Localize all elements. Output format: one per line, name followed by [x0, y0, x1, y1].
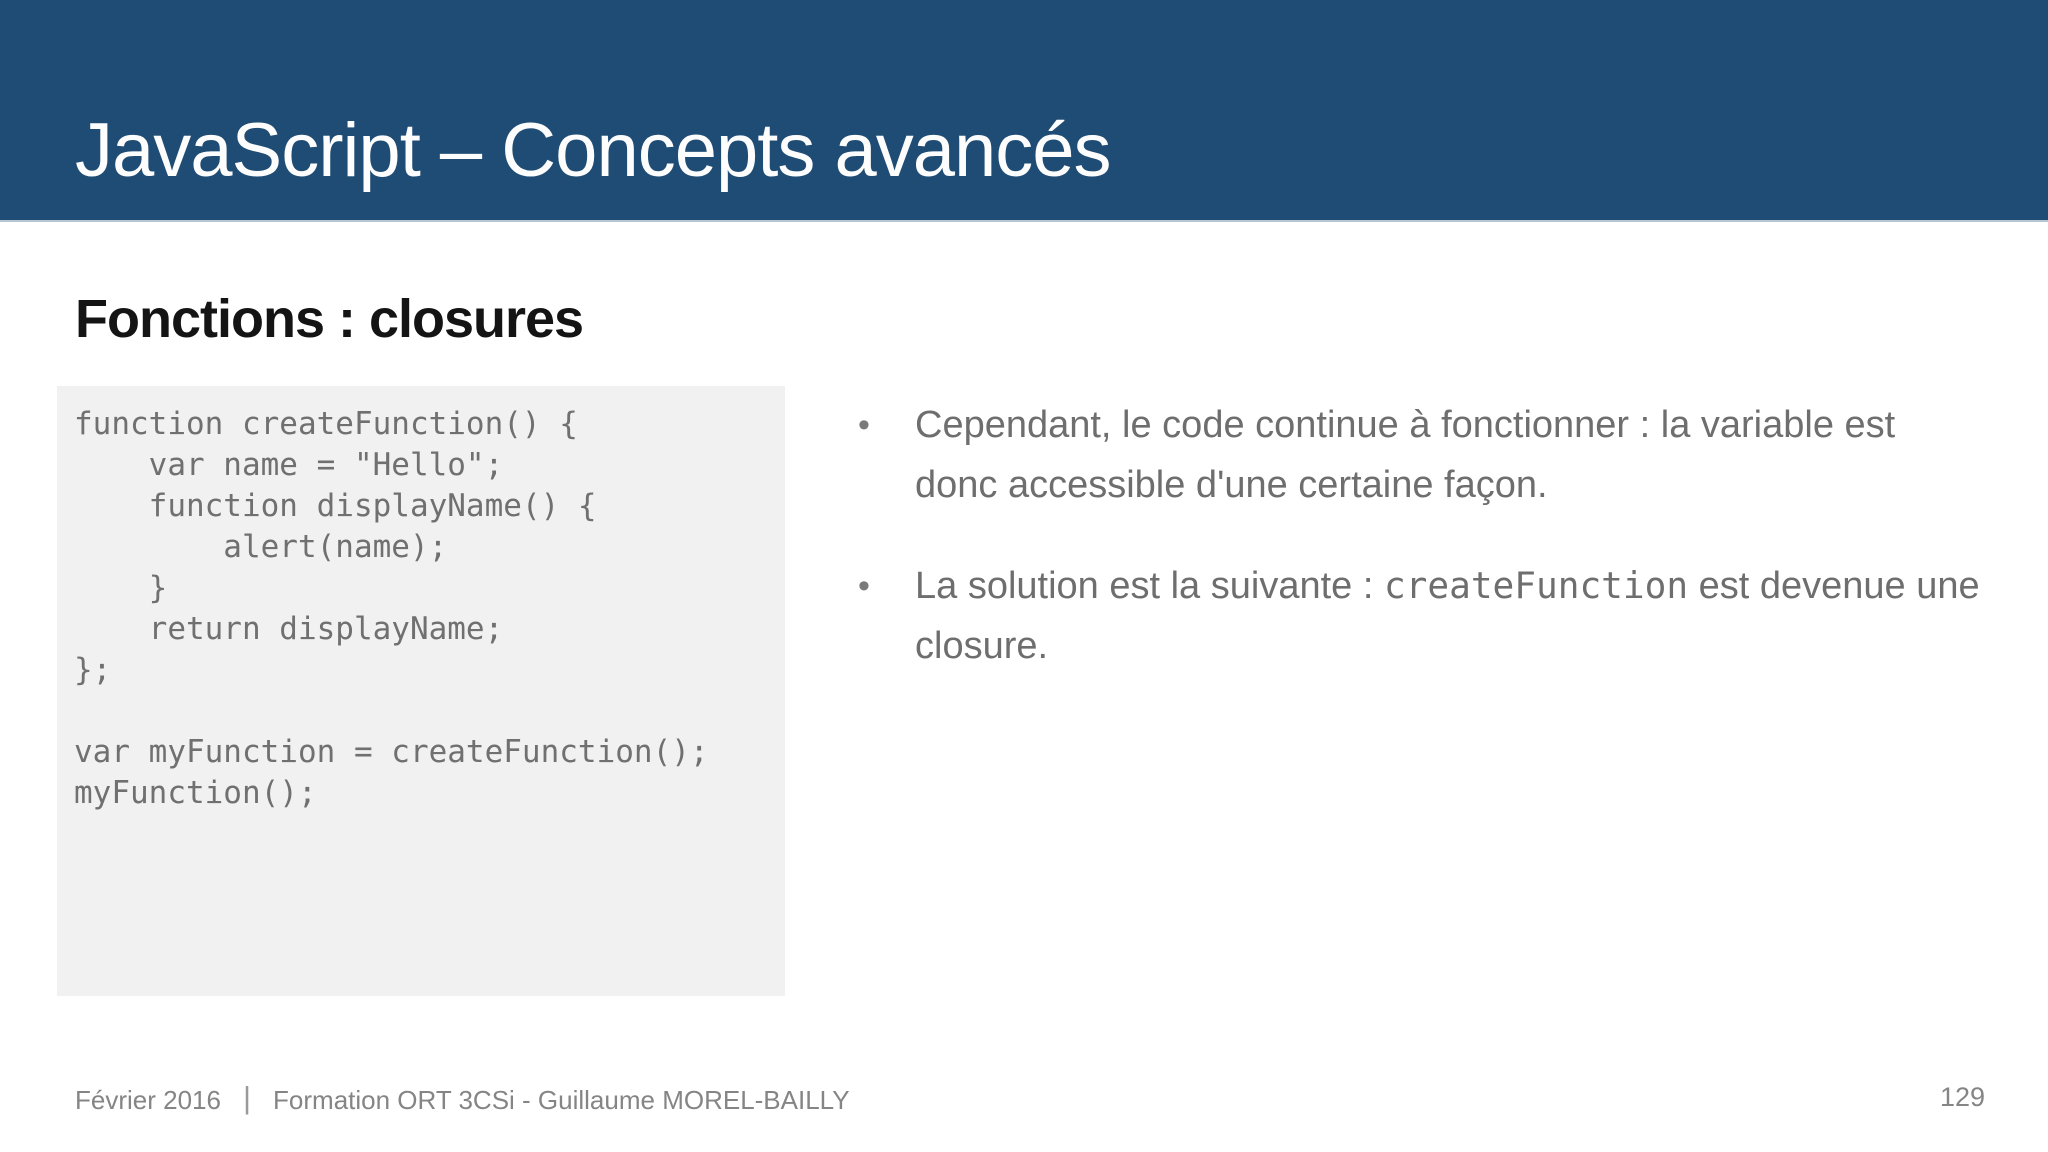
footer-course: Formation ORT 3CSi - Guillaume MOREL-BAI… — [273, 1084, 850, 1115]
bullet-2-inline-code: createFunction — [1383, 565, 1689, 607]
bullet-marker: • — [858, 406, 870, 444]
footer-date: Février 2016 — [75, 1084, 221, 1115]
bullet-list: • Cependant, le code continue à fonction… — [858, 395, 1983, 717]
footer-separator: | — [242, 1080, 252, 1115]
bullet-item-1: • Cependant, le code continue à fonction… — [858, 395, 1983, 515]
page-number: 129 — [1939, 1082, 1985, 1112]
code-snippet: function createFunction() { var name = "… — [74, 406, 709, 811]
header-band: JavaScript – Concepts avancés — [0, 0, 2048, 222]
bullet-text-1: Cependant, le code continue à fonctionne… — [915, 395, 1983, 515]
slide-footer: Février 2016 | Formation ORT 3CSi - Guil… — [0, 1080, 2048, 1122]
bullet-item-2: • La solution est la suivante : createFu… — [858, 556, 1983, 676]
bullet-2-pre: La solution est la suivante : — [915, 565, 1384, 607]
code-block: function createFunction() { var name = "… — [57, 386, 785, 996]
bullet-text-2: La solution est la suivante : createFunc… — [915, 556, 1983, 676]
slide-title: JavaScript – Concepts avancés — [75, 108, 1112, 193]
footer-left: Février 2016 | Formation ORT 3CSi - Guil… — [75, 1080, 850, 1118]
bullet-marker: • — [858, 567, 870, 605]
section-heading: Fonctions : closures — [75, 289, 584, 349]
bullet-2-post: est devenue une closure. — [915, 565, 1980, 667]
bullet-1-pre: Cependant, le code continue à fonctionne… — [915, 404, 1896, 506]
